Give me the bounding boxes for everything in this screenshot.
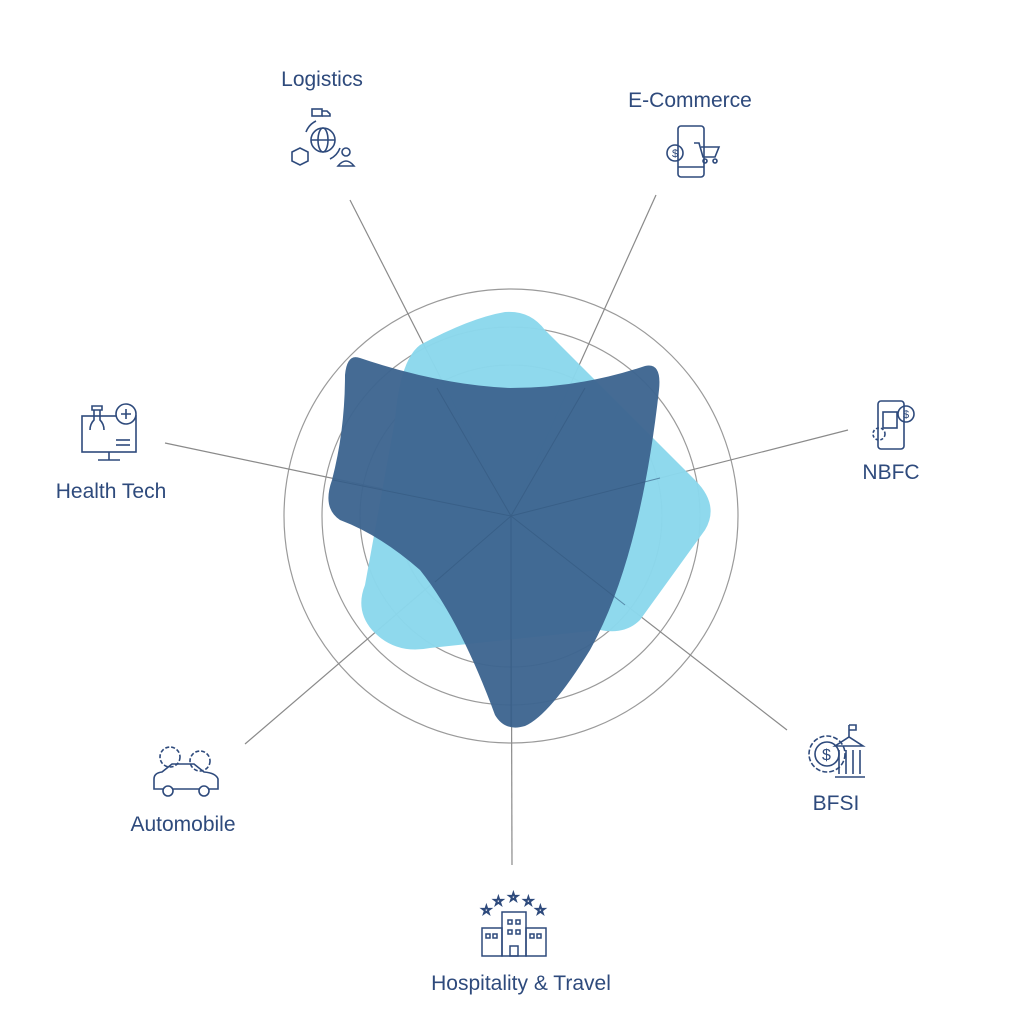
bank-dollar-gear-icon: $ <box>808 724 866 778</box>
mobile-cart-icon: $ <box>666 125 721 178</box>
inner-spokes <box>332 387 661 726</box>
hotel-stars-icon: ☆☆☆☆☆ <box>480 890 547 957</box>
svg-text:$: $ <box>822 747 831 764</box>
svg-text:$: $ <box>672 148 678 160</box>
dark-series-shape <box>328 357 660 728</box>
svg-text:☆: ☆ <box>493 894 504 908</box>
svg-text:☆: ☆ <box>508 890 519 904</box>
logistics-globe-icon <box>291 108 356 167</box>
svg-text:☆: ☆ <box>481 903 492 917</box>
car-gears-icon <box>153 746 219 797</box>
monitor-medical-icon <box>81 403 137 461</box>
label-nbfc: NBFC <box>862 461 920 484</box>
label-bfsi: BFSI <box>812 792 860 815</box>
svg-text:☆: ☆ <box>535 903 546 917</box>
svg-text:☆: ☆ <box>523 894 534 908</box>
label-healthtech: Health Tech <box>55 480 167 503</box>
label-automobile: Automobile <box>130 813 236 836</box>
grid-ring-4 <box>283 288 739 744</box>
label-ecommerce: E-Commerce <box>628 89 752 112</box>
label-logistics: Logistics <box>281 68 363 91</box>
svg-text:$: $ <box>903 409 909 421</box>
phone-document-dollar-icon: $ <box>872 400 915 450</box>
label-hospitality: Hospitality & Travel <box>431 972 611 995</box>
